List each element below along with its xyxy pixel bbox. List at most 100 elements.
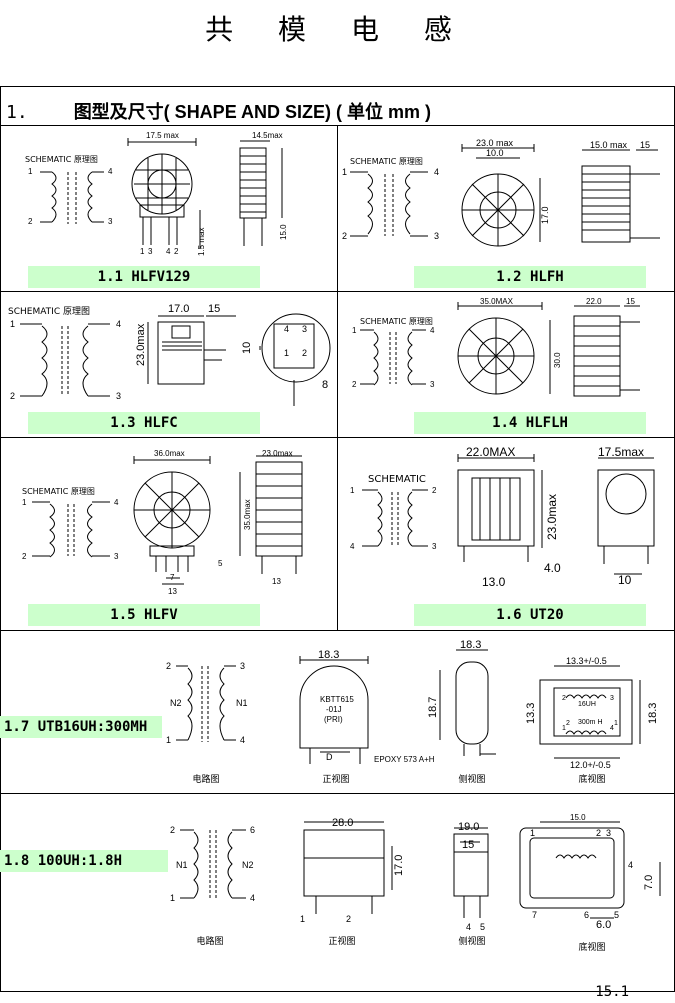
pin-label: 1	[300, 914, 305, 924]
item-label: 1.2 HLFH	[414, 266, 646, 288]
section-number: 1.	[6, 102, 28, 123]
dimension-label: 14.5max	[252, 131, 283, 140]
dimension-label: 7	[170, 573, 175, 582]
divider	[337, 125, 338, 630]
dimension-label: 18.3	[647, 703, 659, 724]
dimension-label: 15	[462, 839, 474, 851]
part-marking: -01J	[326, 705, 342, 714]
pin-label: 4	[284, 324, 289, 334]
dimension-label: 15	[640, 140, 650, 150]
item-label: 1.1 HLFV129	[28, 266, 260, 288]
pin-label: 4	[628, 860, 633, 870]
pin-label: 1	[530, 828, 535, 838]
dimension-label: 35.0max	[243, 499, 252, 530]
schematic-label: SCHEMATIC	[368, 474, 426, 485]
dimension-label: 8	[322, 379, 328, 391]
pin-label: 2	[166, 661, 171, 671]
pin-label: N2	[170, 698, 182, 708]
pin-label: 2	[352, 380, 357, 389]
schematic-label: SCHEMATIC 原理图	[25, 155, 98, 164]
pin-label: N1	[236, 698, 248, 708]
pin-label: 5	[480, 922, 485, 932]
pin-label: 4	[108, 167, 113, 176]
item-label: 1.7 UTB16UH:300MH	[0, 716, 162, 738]
dimension-label: 13	[168, 587, 177, 596]
pin-label: 1	[562, 725, 566, 732]
pin-label: 6	[584, 910, 589, 920]
pin-label: 4	[250, 893, 255, 903]
dimension-label: 18.3	[460, 639, 481, 651]
schematic-label: SCHEMATIC 原理图	[22, 487, 95, 496]
pin-label: 4	[466, 922, 471, 932]
dimension-label: 30.0	[553, 352, 562, 368]
dimension-label: 15.0	[279, 224, 288, 240]
dimension-label: 17.0	[393, 855, 405, 876]
caption: 侧视图	[458, 775, 486, 785]
pin-label: 2	[562, 695, 566, 702]
item-label: 1.4 HLFLH	[414, 412, 646, 434]
dimension-label: 6.0	[596, 919, 611, 931]
caption: 正视图	[328, 937, 356, 947]
pin-label: 3	[434, 231, 439, 241]
pin-label: 4	[350, 542, 355, 551]
part-marking: KBTT615	[320, 695, 354, 704]
pin-label: 2	[432, 486, 437, 495]
dimension-label: 17.5 max	[146, 131, 179, 140]
dimension-label: 18.3	[318, 649, 339, 661]
pin-label: 1	[350, 486, 355, 495]
caption: 侧视图	[458, 937, 486, 947]
pin-label: 5	[614, 910, 619, 920]
pin-label: 1	[614, 720, 618, 727]
divider	[1, 793, 674, 794]
pin-label: 3	[116, 391, 121, 401]
pin-label: N1	[176, 860, 188, 870]
pin-label: 1	[28, 167, 33, 176]
pin-label: 2	[170, 825, 175, 835]
coil-marking: 300m H	[578, 719, 603, 726]
pin-label: 4	[166, 247, 171, 256]
dimension-label: 13.0	[482, 575, 506, 589]
pin-label: 6	[250, 825, 255, 835]
schematic-label: SCHEMATIC 原理图	[360, 317, 433, 326]
pin-label: 4	[114, 498, 119, 507]
pin-label: 1	[342, 167, 347, 177]
pin-label: 2	[28, 217, 33, 226]
pin-label: 4	[430, 326, 435, 335]
coil-marking: 16UH	[578, 701, 596, 708]
pin-label: 1	[22, 498, 27, 507]
dimension-label: 13.3+/-0.5	[566, 656, 607, 666]
item-label: 1.6 UT20	[414, 604, 646, 626]
epoxy-note: EPOXY 573 A+H	[374, 755, 435, 764]
dimension-label: 22.0MAX	[466, 445, 515, 459]
pin-label: 4	[116, 319, 121, 329]
pin-label: 1	[140, 247, 145, 256]
dimension-label: 22.0	[586, 297, 602, 306]
pin-label: 1	[170, 893, 175, 903]
pin-label: 2	[22, 552, 27, 561]
dimension-label: 10	[618, 573, 632, 587]
pin-label: 4	[240, 735, 245, 745]
pin-label: 3	[148, 247, 153, 256]
page-title: 共 模 电 感	[205, 13, 470, 46]
pin-label: 7	[532, 910, 537, 920]
dimension-label: 13.3	[525, 703, 537, 724]
pin-label: 3	[108, 217, 113, 226]
pin-label: 4	[610, 725, 614, 732]
dimension-label: 17.0	[540, 206, 550, 224]
pin-label: 1	[10, 319, 15, 329]
pin-label: 2	[596, 828, 601, 838]
schematic-label: SCHEMATIC 原理图	[8, 307, 90, 317]
caption: 正视图	[322, 775, 350, 785]
pin-label: 4	[434, 167, 439, 177]
pin-label: 2	[342, 231, 347, 241]
pin-label: 3	[606, 828, 611, 838]
dimension-label: 7.0	[643, 875, 655, 890]
dimension-label: 15.0 max	[590, 140, 628, 150]
pin-label: 2	[566, 720, 570, 727]
dimension-label: 1.5 max	[197, 228, 206, 256]
pin-label: N2	[242, 860, 254, 870]
pin-label: 3	[240, 661, 245, 671]
pin-label: 3	[432, 542, 437, 551]
